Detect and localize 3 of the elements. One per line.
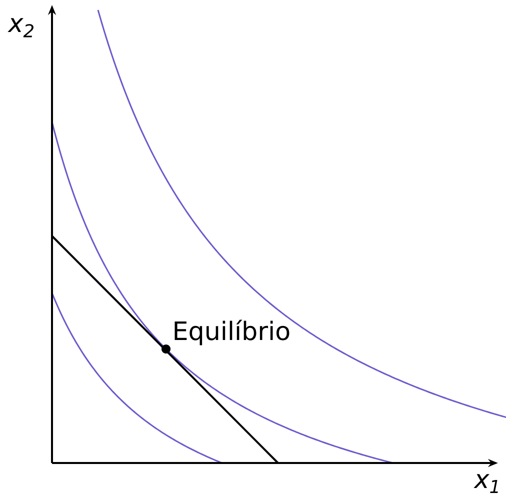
axis-label: x$_{1}$ (474, 474, 498, 493)
axis-label: x$_{2}$ (8, 18, 34, 38)
point-label: Equilíbrio (174, 320, 290, 346)
